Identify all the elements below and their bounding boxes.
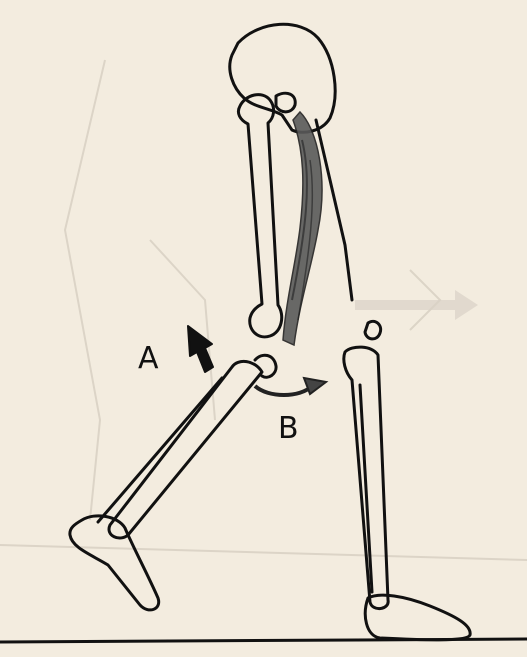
pelvis-socket <box>276 93 295 112</box>
knee-cap <box>365 321 381 339</box>
ground-line <box>0 639 527 642</box>
label-b: B <box>278 411 299 446</box>
force-arrow-b <box>255 378 326 395</box>
swing-tibia <box>109 361 262 538</box>
pelvis <box>230 24 335 132</box>
label-a: A <box>138 341 159 376</box>
background-arrow <box>355 290 478 320</box>
femur <box>238 95 281 337</box>
swing-foot <box>70 516 159 610</box>
hamstring-muscle <box>283 112 322 345</box>
stance-foot <box>365 595 470 640</box>
swing-fibula <box>98 378 222 522</box>
